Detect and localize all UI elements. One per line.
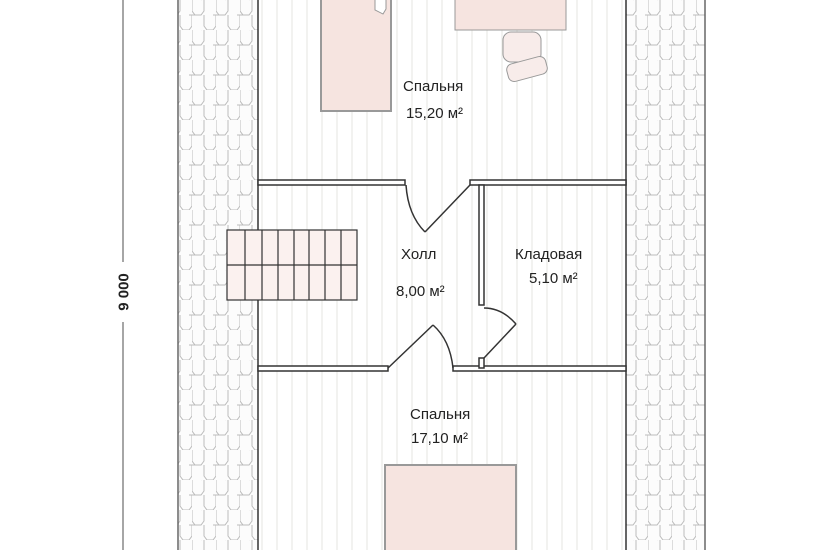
room-name-bedroom-2: Спальня bbox=[410, 406, 471, 423]
room-name-storage: Кладовая bbox=[515, 246, 583, 263]
pillow bbox=[374, 0, 387, 15]
chair bbox=[502, 31, 548, 83]
bed-bottom bbox=[384, 464, 517, 550]
dimension-label: 9 000 bbox=[112, 262, 136, 322]
room-area-bedroom-2: 17,10 м² bbox=[411, 430, 469, 447]
stairs bbox=[226, 229, 358, 301]
room-name-bedroom-1: Спальня bbox=[403, 78, 464, 95]
room-area-bedroom-1: 15,20 м² bbox=[406, 105, 464, 122]
room-area-storage: 5,10 м² bbox=[529, 270, 578, 287]
walls bbox=[257, 179, 627, 372]
roof-right bbox=[626, 0, 705, 550]
bed-top bbox=[320, 0, 392, 112]
room-area-hall: 8,00 м² bbox=[396, 283, 445, 300]
desk bbox=[454, 0, 567, 31]
room-name-hall: Холл bbox=[401, 246, 437, 263]
doors bbox=[387, 184, 517, 369]
